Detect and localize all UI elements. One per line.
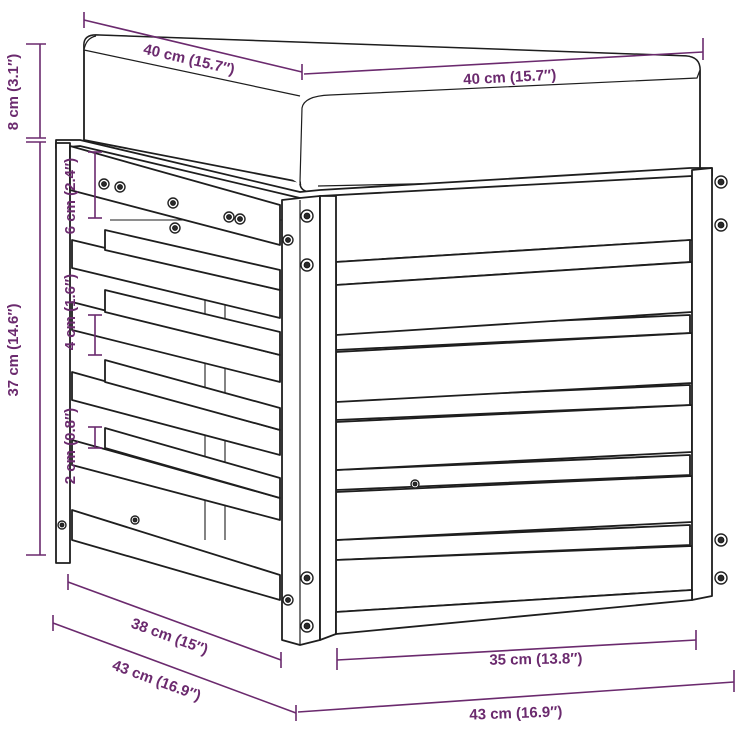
back-left-post — [55, 142, 71, 564]
front-slats — [335, 261, 693, 613]
label-inner-width: 35 cm (13.8″) — [489, 650, 582, 669]
left-side-slats — [71, 229, 281, 601]
label-frame-height: 37 cm (14.6″) — [5, 303, 22, 396]
front-left-post-inner — [319, 195, 337, 641]
bolts — [57, 175, 728, 633]
front-right-post — [691, 167, 713, 601]
label-slat-gap: 4 cm (1.6″) — [62, 274, 79, 350]
label-cushion-right-width: 40 cm (15.7″) — [463, 67, 557, 89]
label-outer-width: 43 cm (16.9″) — [469, 703, 563, 723]
ottoman-illustration — [55, 34, 728, 646]
seat-cushion — [83, 34, 701, 193]
label-slat-spacing: 2 cm (0.8″) — [62, 408, 79, 484]
front-bottom-rail — [335, 589, 693, 635]
label-top-gap: 6 cm (2.4″) — [62, 158, 79, 234]
label-inner-depth: 38 cm (15″) — [129, 615, 211, 659]
label-outer-depth: 43 cm (16.9″) — [110, 657, 203, 705]
dimension-lines — [26, 12, 735, 721]
front-back-slats — [335, 239, 691, 561]
label-cushion-height: 8 cm (3.1″) — [5, 54, 22, 130]
